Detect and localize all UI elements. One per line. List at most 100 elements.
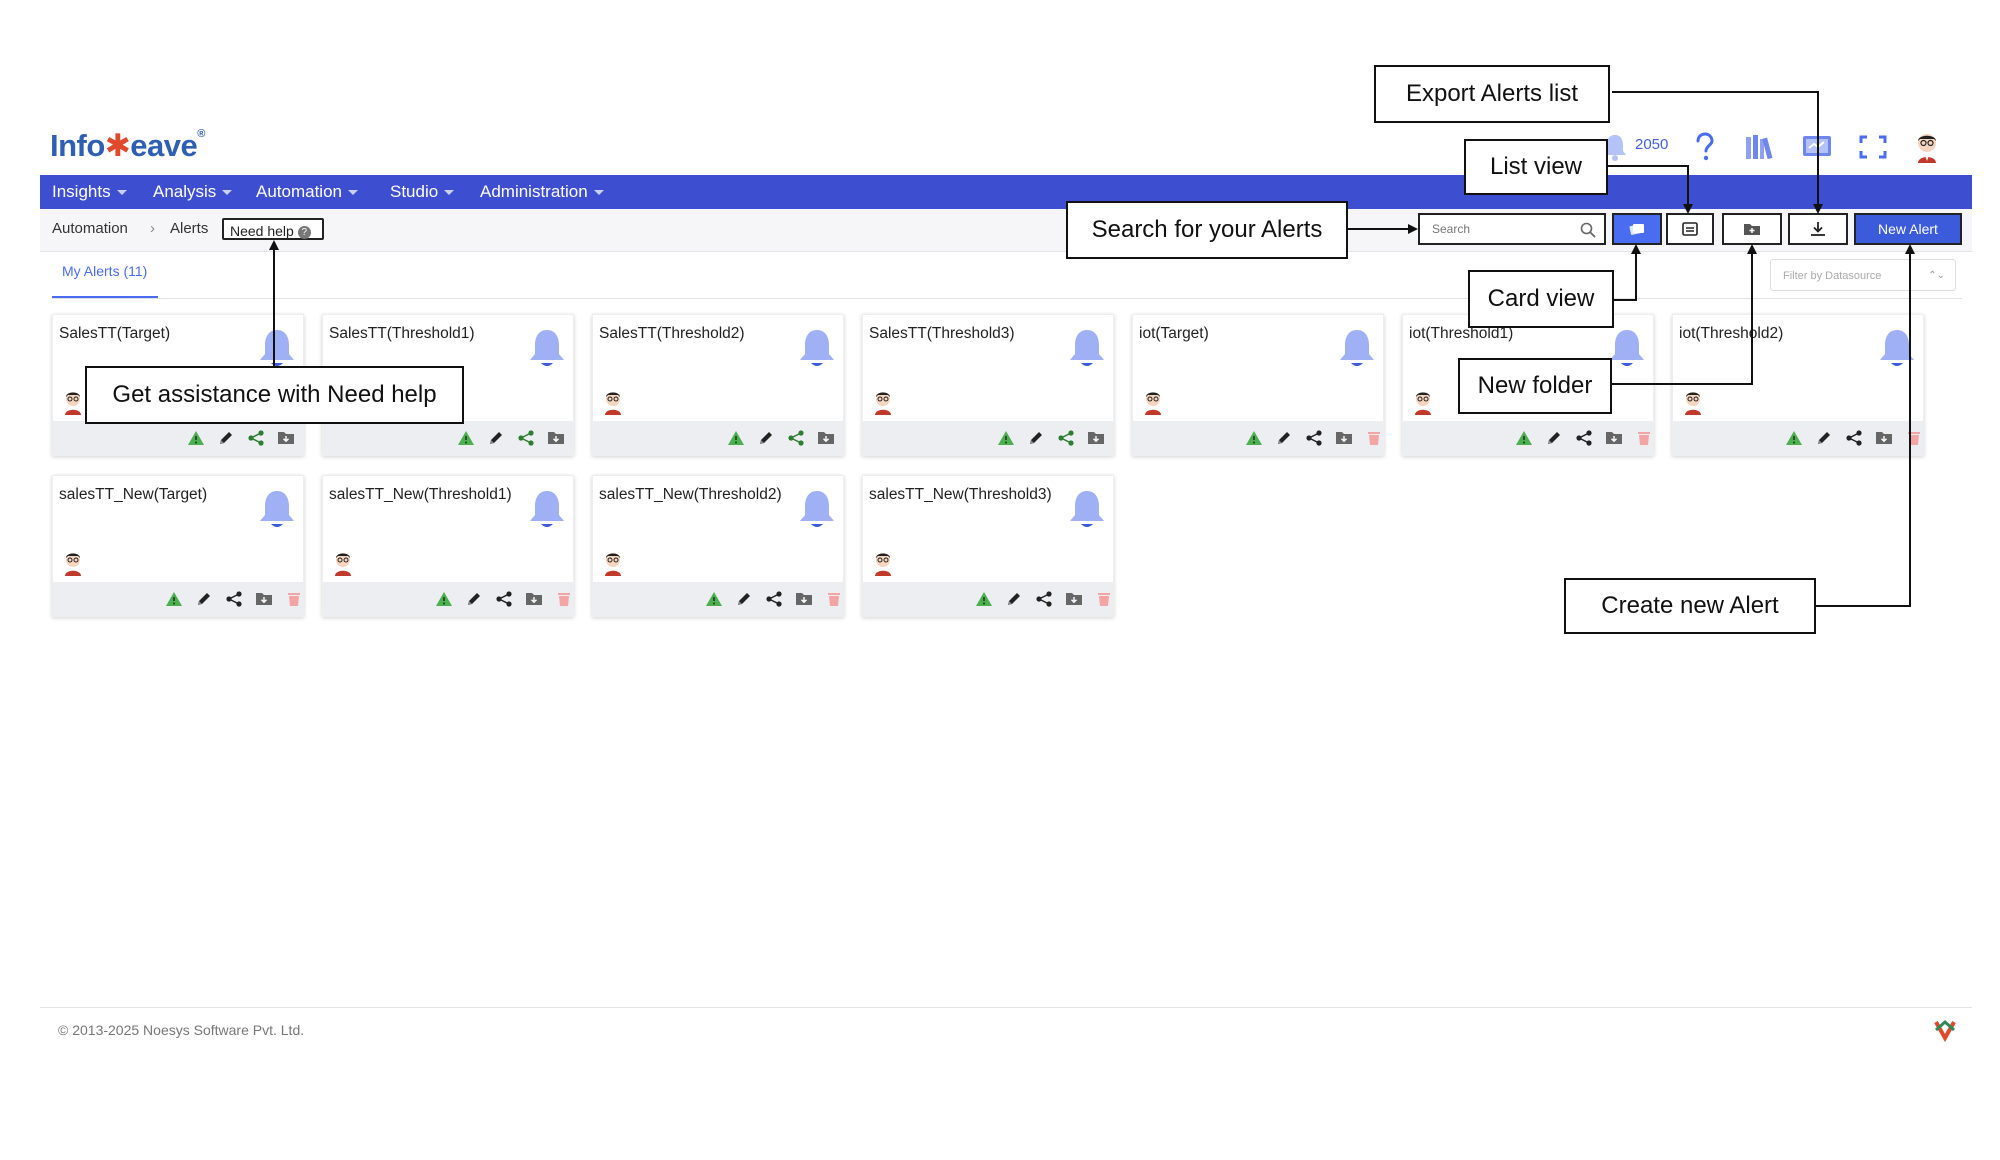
alert-card-actions xyxy=(53,421,303,455)
nav-administration[interactable]: Administration xyxy=(480,175,604,209)
move-to-folder-icon[interactable] xyxy=(255,590,273,608)
alert-status-icon[interactable] xyxy=(457,429,475,447)
alert-status-icon[interactable] xyxy=(1515,429,1533,447)
share-icon[interactable] xyxy=(1845,429,1863,447)
alert-status-icon[interactable] xyxy=(997,429,1015,447)
alert-status-icon[interactable] xyxy=(165,590,183,608)
alert-card[interactable]: salesTT_New(Threshold3) xyxy=(862,475,1114,617)
share-icon[interactable] xyxy=(495,590,513,608)
edit-icon[interactable] xyxy=(757,429,775,447)
bell-icon xyxy=(525,327,569,371)
alert-status-icon[interactable] xyxy=(727,429,745,447)
alert-card-title: SalesTT(Threshold2) xyxy=(599,325,745,342)
owner-avatar xyxy=(61,550,85,576)
share-icon[interactable] xyxy=(765,590,783,608)
need-help-button[interactable]: Need help? xyxy=(222,218,324,240)
move-to-folder-icon[interactable] xyxy=(817,429,835,447)
alert-card-title: salesTT_New(Threshold1) xyxy=(329,486,512,503)
share-icon[interactable] xyxy=(1035,590,1053,608)
nav-studio[interactable]: Studio xyxy=(390,175,455,209)
search-input[interactable] xyxy=(1430,221,1574,237)
move-to-folder-icon[interactable] xyxy=(525,590,543,608)
select-arrows-icon: ⌃⌄ xyxy=(1928,270,1945,281)
library-icon[interactable] xyxy=(1742,130,1776,164)
alert-status-icon[interactable] xyxy=(1245,429,1263,447)
user-avatar[interactable] xyxy=(1910,130,1944,164)
edit-icon[interactable] xyxy=(1815,429,1833,447)
edit-icon[interactable] xyxy=(217,429,235,447)
presentation-icon[interactable] xyxy=(1800,130,1834,164)
alert-card-title: salesTT_New(Threshold3) xyxy=(869,486,1052,503)
alert-card[interactable]: salesTT_New(Target) xyxy=(52,475,304,617)
alert-status-icon[interactable] xyxy=(975,590,993,608)
delete-icon[interactable] xyxy=(555,590,573,608)
nav-insights[interactable]: Insights xyxy=(52,175,127,209)
delete-icon[interactable] xyxy=(1635,429,1653,447)
owner-avatar xyxy=(1681,389,1705,415)
alert-card-actions xyxy=(53,582,303,616)
move-to-folder-icon[interactable] xyxy=(547,429,565,447)
edit-icon[interactable] xyxy=(465,590,483,608)
share-icon[interactable] xyxy=(225,590,243,608)
alert-card-actions xyxy=(863,582,1113,616)
alert-status-icon[interactable] xyxy=(187,429,205,447)
edit-icon[interactable] xyxy=(735,590,753,608)
owner-avatar xyxy=(871,389,895,415)
delete-icon[interactable] xyxy=(1095,590,1113,608)
delete-icon[interactable] xyxy=(1905,429,1923,447)
alert-card-title: iot(Target) xyxy=(1139,325,1209,342)
nav-automation[interactable]: Automation xyxy=(256,175,358,209)
filter-by-datasource-select[interactable]: Filter by Datasource⌃⌄ xyxy=(1770,259,1956,291)
edit-icon[interactable] xyxy=(487,429,505,447)
logo-weave-icon: ✱ xyxy=(104,128,131,163)
share-icon[interactable] xyxy=(1575,429,1593,447)
notification-bell-icon[interactable] xyxy=(1598,130,1632,164)
move-to-folder-icon[interactable] xyxy=(1605,429,1623,447)
share-icon[interactable] xyxy=(787,429,805,447)
delete-icon[interactable] xyxy=(825,590,843,608)
share-icon[interactable] xyxy=(247,429,265,447)
alert-status-icon[interactable] xyxy=(705,590,723,608)
delete-icon[interactable] xyxy=(285,590,303,608)
breadcrumb-alerts: Alerts xyxy=(170,220,209,237)
nav-analysis[interactable]: Analysis xyxy=(153,175,233,209)
callout-create-alert: Create new Alert xyxy=(1564,578,1816,634)
alert-card-actions xyxy=(323,421,573,455)
move-to-folder-icon[interactable] xyxy=(1087,429,1105,447)
search-icon[interactable] xyxy=(1580,222,1596,238)
delete-icon[interactable] xyxy=(1365,429,1383,447)
footer-divider xyxy=(40,1007,1972,1008)
tab-my-alerts[interactable]: My Alerts (11) xyxy=(62,263,148,279)
alert-card[interactable]: salesTT_New(Threshold1) xyxy=(322,475,574,617)
edit-icon[interactable] xyxy=(1275,429,1293,447)
edit-icon[interactable] xyxy=(1027,429,1045,447)
move-to-folder-icon[interactable] xyxy=(277,429,295,447)
breadcrumb-automation[interactable]: Automation xyxy=(52,220,128,237)
alert-status-icon[interactable] xyxy=(1785,429,1803,447)
edit-icon[interactable] xyxy=(195,590,213,608)
list-view-button[interactable] xyxy=(1666,213,1714,245)
edit-icon[interactable] xyxy=(1545,429,1563,447)
alert-card-actions xyxy=(1673,421,1923,455)
share-icon[interactable] xyxy=(517,429,535,447)
alert-card[interactable]: SalesTT(Threshold2) xyxy=(592,314,844,456)
alert-card[interactable]: iot(Target) xyxy=(1132,314,1384,456)
tab-divider xyxy=(52,298,1962,299)
alert-status-icon[interactable] xyxy=(435,590,453,608)
move-to-folder-icon[interactable] xyxy=(1065,590,1083,608)
fullscreen-icon[interactable] xyxy=(1856,130,1890,164)
bell-icon xyxy=(1605,327,1649,371)
callout-search: Search for your Alerts xyxy=(1066,201,1348,259)
share-icon[interactable] xyxy=(1305,429,1323,447)
alert-card[interactable]: SalesTT(Threshold3) xyxy=(862,314,1114,456)
move-to-folder-icon[interactable] xyxy=(795,590,813,608)
card-view-button[interactable] xyxy=(1612,213,1662,245)
export-alerts-button[interactable] xyxy=(1788,213,1848,245)
share-icon[interactable] xyxy=(1057,429,1075,447)
help-question-icon[interactable] xyxy=(1688,130,1722,164)
alert-card[interactable]: salesTT_New(Threshold2) xyxy=(592,475,844,617)
move-to-folder-icon[interactable] xyxy=(1335,429,1353,447)
edit-icon[interactable] xyxy=(1005,590,1023,608)
move-to-folder-icon[interactable] xyxy=(1875,429,1893,447)
